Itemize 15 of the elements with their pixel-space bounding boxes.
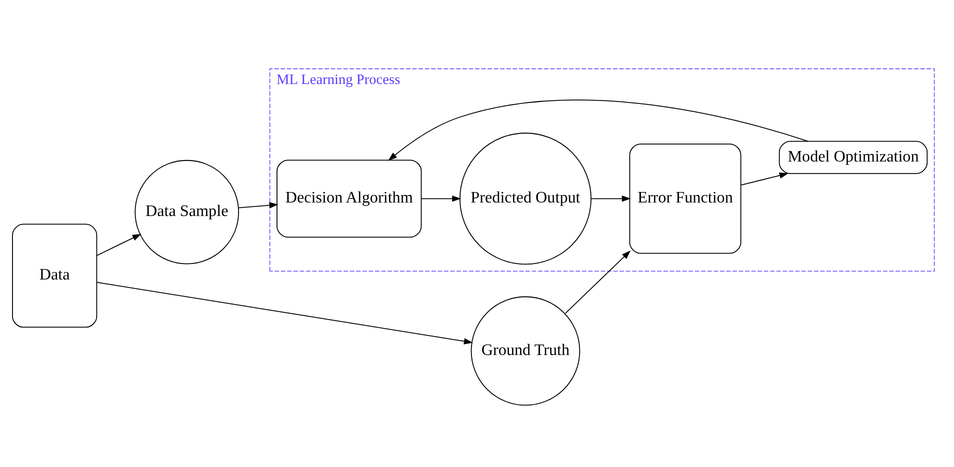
arrow <box>420 196 462 202</box>
arrow <box>590 196 631 202</box>
arrow <box>388 100 809 161</box>
node-circle: Ground Truth <box>470 296 580 406</box>
node-box: Model Optimization <box>778 140 928 174</box>
node-circle: Data Sample <box>134 160 240 264</box>
arrow <box>564 250 631 314</box>
node-box: Error Function <box>629 144 742 254</box>
arrow <box>740 172 788 186</box>
node-box: Decision Algorithm <box>276 160 422 238</box>
arrow <box>96 234 142 256</box>
node-circle: Predicted Output <box>459 132 592 265</box>
arrow <box>238 202 278 208</box>
node-box: Data <box>12 224 98 328</box>
arrow <box>96 282 473 344</box>
